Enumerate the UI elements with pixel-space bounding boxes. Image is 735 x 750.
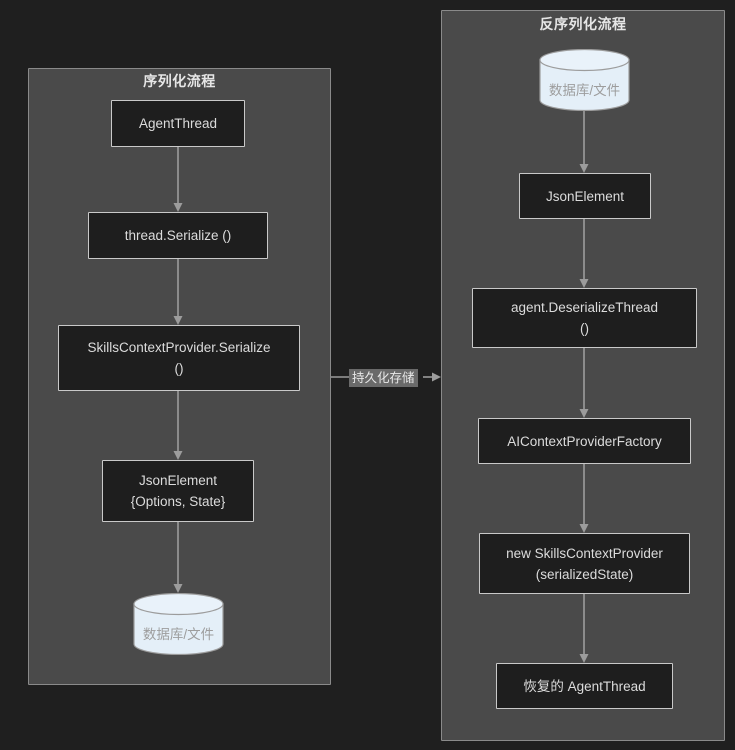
node-provider-serialize-label: SkillsContextProvider.Serialize <box>87 340 271 355</box>
node-ai-context-provider-factory-label: AIContextProviderFactory <box>507 433 662 449</box>
node-restored-agent-thread-label: 恢复的 AgentThread <box>523 678 646 694</box>
database-cylinder-icon <box>539 49 630 111</box>
node-json-element-right[interactable]: JsonElement <box>519 173 651 219</box>
edge-label-persistence: 持久化存储 <box>349 369 418 387</box>
node-new-skills-context-provider-label: new SkillsContextProvider <box>506 545 663 561</box>
node-thread-serialize[interactable]: thread.Serialize () <box>88 212 268 259</box>
node-restored-agent-thread[interactable]: 恢复的 AgentThread <box>496 663 673 709</box>
subgraph-title-serialization: 序列化流程 <box>143 73 216 89</box>
subgraph-deserialization <box>441 10 725 741</box>
node-agent-deserialize-thread[interactable]: agent.DeserializeThread () <box>472 288 697 348</box>
node-json-element-left-label-2: {Options, State} <box>130 494 226 509</box>
node-agent-thread[interactable]: AgentThread <box>111 100 245 147</box>
node-database-right[interactable]: 数据库/文件 <box>539 49 630 111</box>
subgraph-title-deserialization: 反序列化流程 <box>539 16 627 32</box>
node-new-skills-context-provider-label-2: (serializedState) <box>535 566 634 582</box>
database-cylinder-icon <box>133 593 224 655</box>
node-json-element-right-label: JsonElement <box>545 188 625 204</box>
node-database-left[interactable]: 数据库/文件 <box>133 593 224 655</box>
node-json-element-left-label: JsonElement <box>138 473 218 488</box>
node-provider-serialize-label-2: () <box>174 361 184 376</box>
node-agent-deserialize-thread-label: agent.DeserializeThread <box>510 300 659 315</box>
node-agent-thread-label: AgentThread <box>138 116 218 131</box>
node-provider-serialize[interactable]: SkillsContextProvider.Serialize () <box>58 325 300 391</box>
node-new-skills-context-provider[interactable]: new SkillsContextProvider (serializedSta… <box>479 533 690 594</box>
node-agent-deserialize-thread-label-2: () <box>580 321 589 336</box>
node-ai-context-provider-factory[interactable]: AIContextProviderFactory <box>478 418 691 464</box>
node-json-element-left[interactable]: JsonElement {Options, State} <box>102 460 254 522</box>
node-thread-serialize-label: thread.Serialize () <box>124 228 232 243</box>
